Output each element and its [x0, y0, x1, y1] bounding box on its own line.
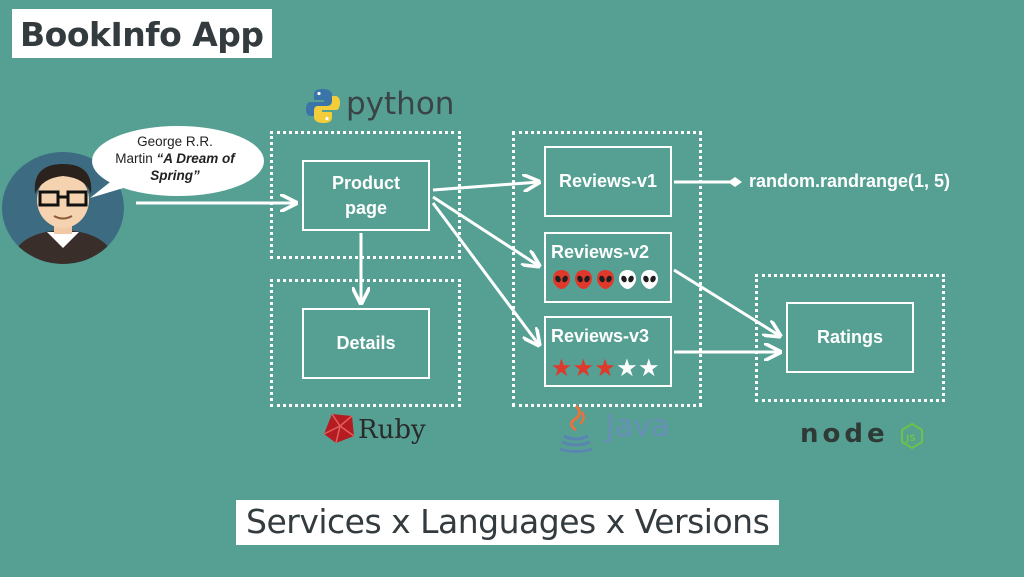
star-rating-icon: ★ [617, 357, 637, 380]
footer-caption: Services x Languages x Versions [236, 500, 780, 545]
reviews-v2-label: Reviews-v2 [551, 242, 650, 262]
python-logo-icon [306, 89, 340, 123]
python-label: python [346, 86, 455, 122]
python-group [270, 131, 461, 259]
star-rating-icon: ★ [639, 357, 659, 380]
alien-rating-icon [552, 269, 571, 295]
java-group [512, 131, 702, 407]
java-logo-icon [559, 404, 593, 453]
details-label: Details [336, 333, 396, 353]
reviews-v3-label: Reviews-v3 [551, 326, 650, 346]
ruby-label: Ruby [358, 415, 426, 445]
details-service: Details [302, 308, 430, 379]
node-group [755, 274, 945, 402]
node-label: node [800, 420, 889, 449]
arrow-product-to-v3 [431, 202, 539, 345]
alien-rating-icon [574, 269, 593, 295]
alien-rating-icon [640, 269, 659, 295]
reviews-v3-service: Reviews-v3 ★★★★★ [544, 316, 672, 387]
product-page-label-2: page [344, 197, 387, 218]
bubble-author: Martin [115, 151, 157, 166]
bubble-line-2: Martin “A Dream of [100, 150, 250, 167]
diagram-title: BookInfo App [12, 9, 272, 58]
arrow-product-to-v1 [432, 182, 539, 190]
star-rating-icon: ★ [573, 357, 593, 380]
bubble-text: George R.R. Martin “A Dream of Spring” [100, 133, 250, 184]
java-label: Java [606, 409, 670, 444]
ratings-label: Ratings [816, 327, 883, 347]
arrow-product-to-v2 [432, 195, 539, 266]
ruby-group [270, 279, 461, 407]
star-rating-icon: ★ [552, 357, 571, 380]
reviews-v2-rating-icons [552, 269, 659, 295]
reviews-v2-service: Reviews-v2 [544, 232, 672, 303]
user-avatar [2, 152, 124, 264]
star-rating-icon: ★ [595, 357, 615, 380]
arrow-v1-random-diamond [728, 177, 742, 187]
alien-rating-icon [596, 269, 615, 295]
reviews-v3-rating-icons: ★★★★★ [552, 358, 658, 379]
bubble-line-1: George R.R. [137, 134, 213, 149]
reviews-v1-service: Reviews-v1 [544, 146, 672, 217]
speech-bubble [90, 126, 264, 198]
random-call-label: random.randrange(1, 5) [749, 171, 951, 191]
node-logo-icon: node JS [800, 420, 923, 450]
bubble-book-title-1: “A Dream of [156, 151, 235, 166]
ruby-logo-icon [323, 413, 355, 444]
product-page-service: Product page [302, 160, 430, 231]
arrow-v2-to-ratings [673, 268, 780, 336]
reviews-v1-label: Reviews-v1 [558, 171, 658, 191]
product-page-label-1: Product [331, 172, 400, 193]
svg-text:JS: JS [905, 434, 916, 444]
bubble-book-title-2: Spring” [150, 168, 200, 183]
alien-rating-icon [618, 269, 637, 295]
ratings-service: Ratings [786, 302, 914, 373]
